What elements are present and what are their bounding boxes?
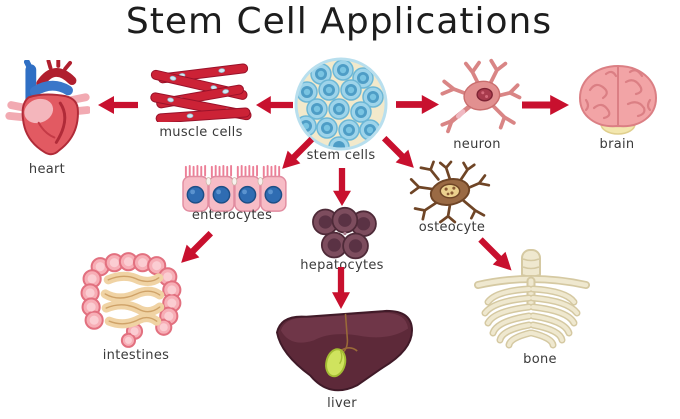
arrow-neuron-to-brain xyxy=(522,95,569,115)
label-muscle-cells: muscle cells xyxy=(159,125,243,140)
hepatocytes-icon xyxy=(312,206,377,260)
neuron-illustration xyxy=(432,57,527,137)
heart-illustration xyxy=(5,60,90,160)
liver-illustration xyxy=(272,307,417,397)
osteocyte-illustration xyxy=(406,160,494,224)
enterocytes-illustration xyxy=(177,164,289,214)
arrow-enterocytes-to-intestines xyxy=(175,227,217,269)
label-intestines: intestines xyxy=(102,348,170,363)
label-enterocytes: enterocytes xyxy=(191,208,273,223)
label-osteocyte: osteocyte xyxy=(418,220,486,235)
arrow-stem-to-neuron xyxy=(396,95,439,114)
hepatocytes-illustration xyxy=(302,206,386,261)
label-liver: liver xyxy=(327,396,357,411)
label-bone: bone xyxy=(523,352,557,367)
arrow-muscle-cells-to-heart xyxy=(98,96,138,114)
stem-cells-illustration xyxy=(293,56,389,152)
liver-icon xyxy=(276,309,413,392)
muscle-cells-icon xyxy=(150,63,252,122)
neuron-icon xyxy=(440,58,522,134)
stem-cells-icon xyxy=(294,57,388,151)
bone-illustration xyxy=(466,246,598,352)
arrow-stem-to-muscle-cells xyxy=(256,96,293,114)
heart-icon xyxy=(5,60,90,156)
arrow-stem-to-hepatocytes xyxy=(333,168,351,206)
arrow-stem-to-osteocyte xyxy=(378,132,420,174)
intestines-illustration xyxy=(78,250,193,348)
brain-illustration xyxy=(570,60,666,138)
arrow-hepatocytes-to-liver xyxy=(332,267,350,309)
label-hepatocytes: hepatocytes xyxy=(300,258,384,273)
osteocyte-icon xyxy=(409,160,491,224)
page-title: Stem Cell Applications xyxy=(125,1,553,42)
label-heart: heart xyxy=(28,162,66,177)
label-neuron: neuron xyxy=(453,137,501,152)
label-stem-cells: stem cells xyxy=(306,148,376,163)
enterocytes-icon xyxy=(182,164,287,212)
label-brain: brain xyxy=(599,137,635,152)
intestines-icon xyxy=(80,252,182,348)
arrow-stem-to-enterocytes xyxy=(276,133,318,175)
arrow-osteocyte-to-bone xyxy=(474,233,518,277)
bone-icon xyxy=(474,249,590,349)
muscle-cells-illustration xyxy=(142,62,262,122)
brain-icon xyxy=(578,64,658,135)
